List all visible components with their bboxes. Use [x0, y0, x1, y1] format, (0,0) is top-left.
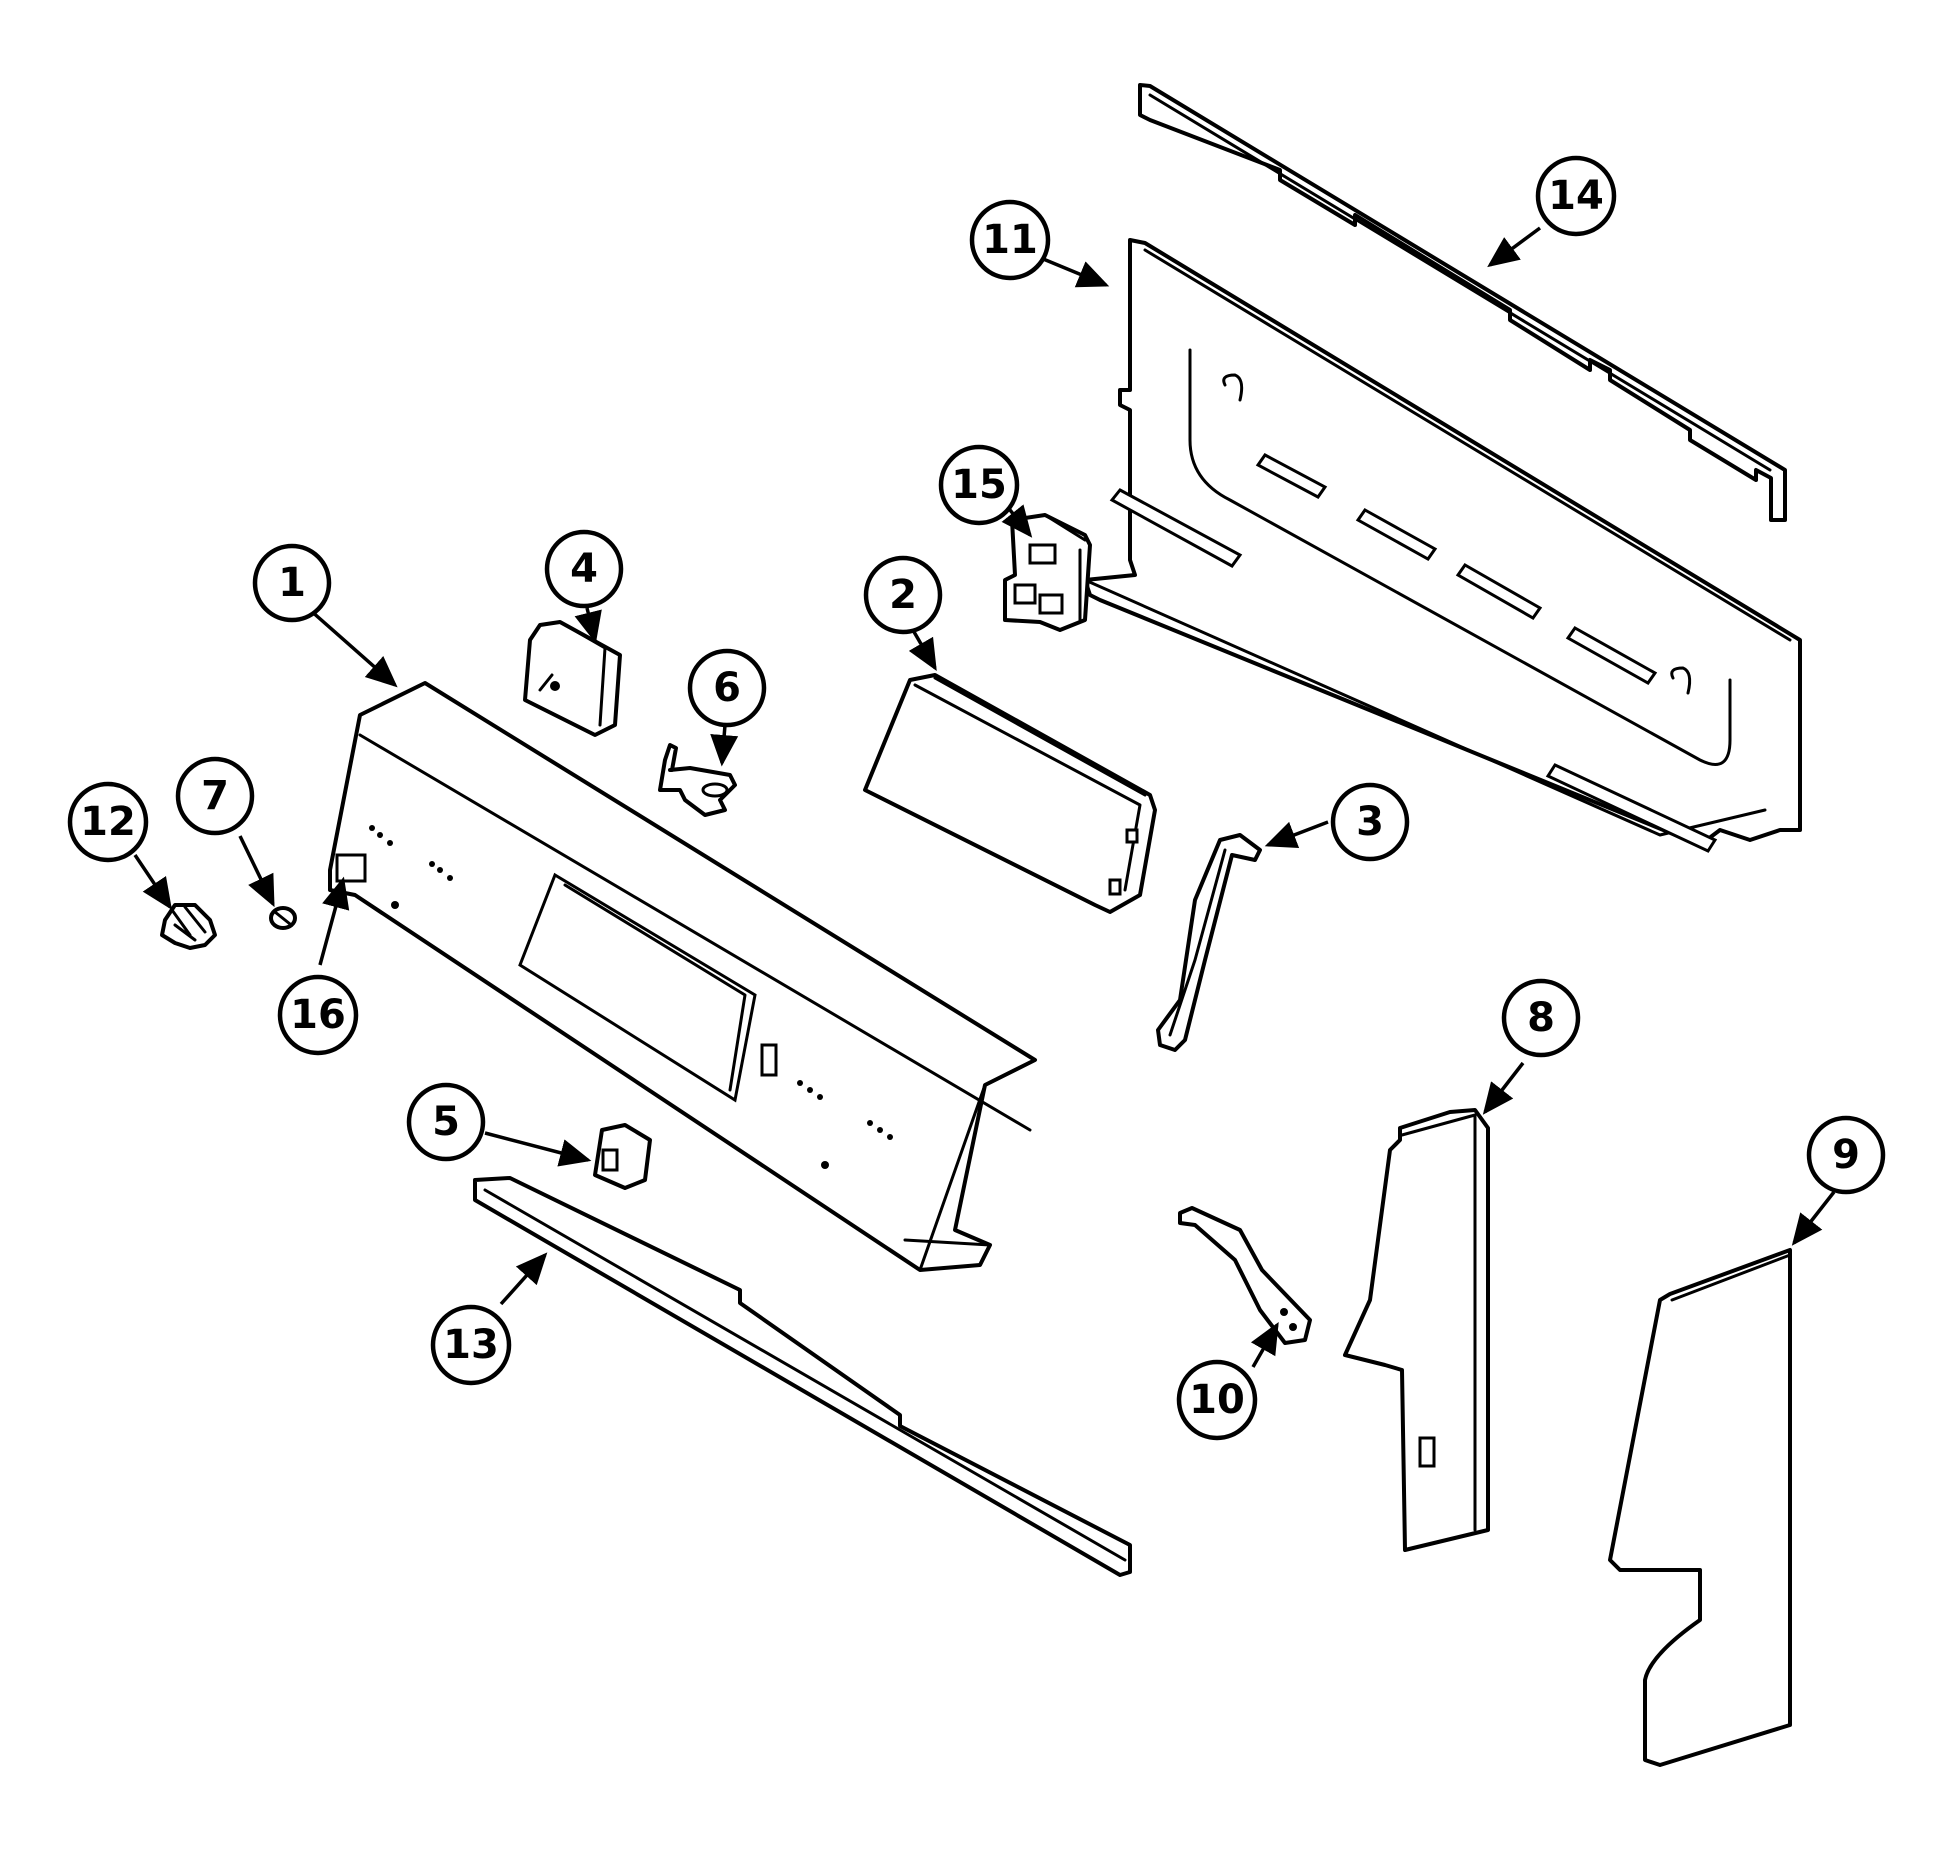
callout-11-label: 11	[982, 217, 1038, 263]
leader-15	[1001, 504, 1033, 538]
part-8-side-trim	[1343, 1108, 1490, 1552]
part-10-small-bracket	[1178, 1206, 1312, 1345]
leader-16	[318, 876, 350, 966]
part-5-rocker-switch	[593, 1123, 652, 1190]
part-12-knob	[160, 903, 217, 950]
callout-10-label: 10	[1189, 1377, 1245, 1423]
leader-lines	[133, 226, 1836, 1368]
leader-12	[133, 854, 172, 910]
leader-14	[1487, 226, 1542, 268]
part-15-terminal-block	[1003, 513, 1092, 632]
callout-16-label: 16	[290, 992, 346, 1038]
callout-5: 5	[406, 1082, 486, 1162]
callout-1-label: 1	[278, 560, 306, 606]
callout-5-label: 5	[432, 1099, 460, 1145]
leader-13	[499, 1252, 548, 1306]
leader-4	[574, 607, 602, 644]
callout-3: 3	[1330, 782, 1410, 862]
part-14-top-trim	[1138, 83, 1787, 522]
callout-2-label: 2	[889, 572, 917, 618]
callout-7-label: 7	[201, 773, 229, 819]
callout-6: 6	[687, 648, 767, 728]
callout-6-label: 6	[713, 665, 741, 711]
callout-13-label: 13	[443, 1322, 499, 1368]
callout-15: 15	[938, 444, 1020, 526]
part-9-side-trim	[1608, 1248, 1792, 1767]
leader-9	[1791, 1190, 1836, 1246]
leader-10	[1250, 1321, 1279, 1368]
part-3-bracket	[1156, 833, 1262, 1052]
part-1-control-panel	[328, 681, 1037, 1272]
callout-7: 7	[175, 756, 255, 836]
callout-8: 8	[1501, 978, 1581, 1058]
leader-3	[1264, 820, 1329, 849]
leader-11	[1035, 254, 1110, 288]
callout-8-label: 8	[1527, 995, 1555, 1041]
leader-1	[308, 608, 398, 688]
callout-15-label: 15	[951, 462, 1007, 508]
leader-8	[1482, 1061, 1525, 1115]
part-11-rear-panel	[1083, 238, 1802, 853]
leader-5	[484, 1131, 592, 1167]
callout-9-label: 9	[1832, 1132, 1860, 1178]
callout-2: 2	[863, 555, 943, 635]
callout-10: 10	[1176, 1359, 1258, 1441]
callout-9: 9	[1806, 1115, 1886, 1195]
callout-13: 13	[430, 1304, 512, 1386]
callout-4-label: 4	[570, 546, 598, 592]
part-7-button	[269, 906, 297, 930]
callout-16: 16	[277, 974, 359, 1056]
part-2-electronic-control	[863, 673, 1157, 914]
callout-12-label: 12	[80, 799, 136, 845]
callout-1: 1	[252, 543, 332, 623]
callout-3-label: 3	[1356, 799, 1384, 845]
callout-14: 14	[1535, 155, 1617, 237]
part-6-clip	[658, 743, 737, 817]
callout-14-label: 14	[1548, 173, 1604, 219]
callout-4: 4	[544, 529, 624, 609]
callout-12: 12	[67, 781, 149, 863]
part-4-switch-box	[523, 620, 622, 737]
leader-7	[238, 835, 275, 908]
leader-6	[710, 724, 739, 767]
part-13-lower-trim	[473, 1176, 1132, 1577]
callout-11: 11	[969, 199, 1051, 281]
